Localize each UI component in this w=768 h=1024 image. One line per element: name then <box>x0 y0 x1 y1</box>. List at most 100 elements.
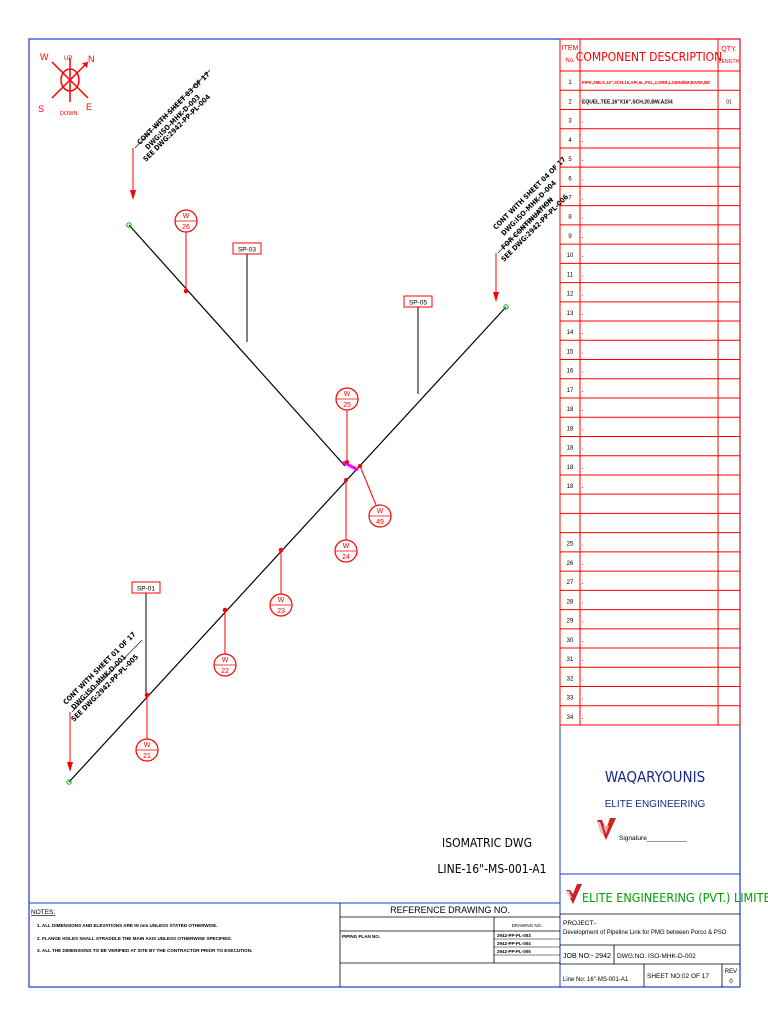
bom-item-number: 29 <box>567 619 574 625</box>
approver-name: WAQARYOUNIS <box>605 768 705 786</box>
bom-item-description: . <box>582 657 584 663</box>
title-block: PROJECT:- Development of Pipeline Link f… <box>560 913 740 987</box>
project-label: PROJECT:- <box>563 920 597 927</box>
approval-block: WAQARYOUNIS ELITE ENGINEERING Signature_… <box>597 768 706 842</box>
svg-text:W: W <box>144 742 151 749</box>
bom-item-description: . <box>582 715 584 721</box>
cont-top-line2: DWG:ISO-MHK-D-003 <box>144 93 202 151</box>
bom-item-number: 17 <box>567 388 574 394</box>
bom-item-description: . <box>582 542 584 548</box>
drawing-title-line2: LINE-16"-MS-001-A1 <box>437 862 546 876</box>
svg-text:W: W <box>183 213 190 220</box>
weld-25-label: 25 <box>343 402 351 409</box>
bom-header-item-top: ITEM <box>562 45 579 52</box>
support-sp-03-label: SP-03 <box>238 247 256 254</box>
bom-item-description: . <box>582 330 584 336</box>
bom-item-description: . <box>582 580 584 586</box>
weld-marker-25: W 25 <box>335 387 359 464</box>
bom-item-number: 28 <box>567 599 574 605</box>
weld-23-label: 23 <box>277 608 285 615</box>
drawing-number: DWG:NO. ISO-MHK-D-002 <box>617 953 696 960</box>
bom-item-description: . <box>582 638 584 644</box>
company-banner: ELITE ENGINEERING (PVT.) LIMITED <box>560 873 768 905</box>
bom-item-description: . <box>582 253 584 259</box>
pipe-branch-upper-left <box>128 224 346 467</box>
elite-logo-icon <box>597 818 616 840</box>
note-2: 2. FLANGE HOLES SHALL STRADDLE THE MAIN … <box>37 936 232 941</box>
north-arrow-icon: UP W N S E DOWN <box>38 52 95 117</box>
reference-row-label: PIPING PLAN NO. <box>342 934 380 939</box>
weld-marker-21: W 21 <box>135 692 159 762</box>
bom-item-number: 13 <box>567 311 574 317</box>
bom-header-length: LENGTH <box>719 59 740 65</box>
continuation-note-top-left: CONT WITH SHEET 03 OF 17 DWG:ISO-MHK-D-0… <box>130 69 213 200</box>
north-arrow-down: DOWN <box>60 111 77 117</box>
bom-header-description: COMPONENT DESCRIPTION <box>576 50 722 64</box>
svg-text:W: W <box>344 391 351 398</box>
support-sp-05: SP-05 <box>403 295 433 394</box>
bom-item-description: . <box>582 234 584 240</box>
bom-item-description: . <box>582 311 584 317</box>
drawing-title-line1: ISOMATRIC DWG <box>442 836 532 850</box>
bom-item-number: 26 <box>567 561 574 567</box>
pipe-end-marker-top-right <box>503 304 509 310</box>
company-logo-icon <box>566 884 582 904</box>
bom-item-number: 31 <box>567 657 574 663</box>
north-arrow-up: UP <box>64 56 72 62</box>
bom-item-description: . <box>582 619 584 625</box>
weld-22-label: 22 <box>221 668 229 675</box>
note-1: 1. ALL DIMENSIONS AND ELEVATIONS ARE IN … <box>37 923 217 928</box>
bom-item-number: 6 <box>568 176 572 182</box>
bom-item-number: 30 <box>567 638 574 644</box>
bom-item-description: . <box>582 369 584 375</box>
bom-item-number: 11 <box>567 272 574 278</box>
bom-item-description: . <box>582 676 584 682</box>
bom-item-description: . <box>582 446 584 452</box>
bom-item-description: . <box>582 292 584 298</box>
support-sp-01: SP-01 <box>131 581 161 695</box>
bom-item-number: 8 <box>568 215 572 221</box>
bom-item-quantity: 01 <box>726 99 732 105</box>
bom-item-description: . <box>582 599 584 605</box>
bom-item-description: PIPE,SMLS,16",SCH,10,API,5L,PSL,2,GRB,L2… <box>582 80 710 85</box>
company-name: ELITE ENGINEERING (PVT.) LIMITED <box>582 890 768 905</box>
sheet-number: SHEET NO:02 OF 17 <box>647 973 709 980</box>
bom-item-number: 33 <box>567 696 574 702</box>
bom-rows: 1 PIPE,SMLS,16",SCH,10,API,5L,PSL,2,GRB,L… <box>560 80 740 726</box>
cont-bottom-line2: DWG:ISO-MHK-D-001 <box>70 653 128 711</box>
bom-item-description: . <box>582 561 584 567</box>
reference-drawing-3: 2942-PP-PL-005 <box>497 949 531 954</box>
weld-21-label: 21 <box>143 753 151 760</box>
north-arrow-s: S <box>38 104 44 114</box>
svg-text:W: W <box>343 543 350 550</box>
north-arrow-w: W <box>40 52 49 62</box>
bom-item-description: . <box>582 119 584 125</box>
bom-item-number: 34 <box>567 715 574 721</box>
weld-marker-23: W 23 <box>269 547 293 617</box>
svg-text:W: W <box>278 597 285 604</box>
weld-marker-49: W 49 <box>358 464 392 528</box>
svg-text:W: W <box>377 508 384 515</box>
bom-table: ITEM No. COMPONENT DESCRIPTION QTY. LENG… <box>559 38 741 726</box>
bom-item-number: 12 <box>567 292 574 298</box>
support-sp-03: SP-03 <box>232 242 262 342</box>
svg-text:W: W <box>222 657 229 664</box>
bom-header-qty: QTY. <box>721 46 736 53</box>
weld-24-label: 24 <box>342 554 350 561</box>
bom-item-number: 3 <box>568 119 572 125</box>
pipe-main-run <box>68 306 507 783</box>
support-sp-05-label: SP-05 <box>409 300 427 307</box>
reference-drawings: REFERENCE DRAWING NO. DRAWING NO. PIPING… <box>339 903 560 987</box>
project-name: Development of Pipeline Link for PMG bet… <box>563 930 727 936</box>
weld-marker-26: W 26 <box>174 209 198 294</box>
bom-header-item-bottom: No. <box>565 58 575 64</box>
bom-item-description: EQUEL,TEE,16"X16",SCH,20,BW,A234 <box>582 99 673 105</box>
bom-item-number: 1 <box>568 80 572 86</box>
support-sp-01-label: SP-01 <box>137 586 155 593</box>
note-3: 3. ALL THE DIMENSIONS TO BE VERIFIED AT … <box>37 948 252 953</box>
bom-item-description: . <box>582 157 584 163</box>
bom-item-number: 9 <box>568 234 572 240</box>
bom-item-number: 4 <box>568 138 572 144</box>
continuation-note-bottom-left: CONT WITH SHEET 01 OF 17 DWG:ISO-MHK-D-0… <box>62 631 143 772</box>
bom-item-description: . <box>582 349 584 355</box>
